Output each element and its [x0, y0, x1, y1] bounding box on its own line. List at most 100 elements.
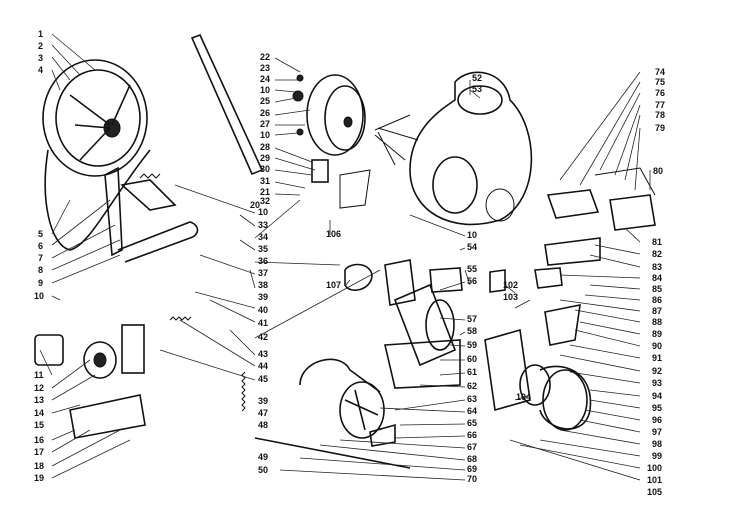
callout-65: 65 [467, 418, 477, 428]
callout-107: 107 [326, 280, 341, 290]
large-pulley [42, 59, 148, 177]
callout-17: 17 [34, 447, 44, 457]
callout-40: 40 [258, 305, 268, 315]
callout-91: 91 [652, 353, 662, 363]
callout-93: 93 [652, 378, 662, 388]
lower-pulley [299, 358, 396, 447]
callout-8: 8 [38, 265, 43, 275]
control-box [489, 167, 656, 346]
callout-16: 16 [34, 435, 44, 445]
blower-housing [409, 71, 533, 226]
callout-56: 56 [467, 276, 477, 286]
callout-96: 96 [652, 415, 662, 425]
callout-36: 36 [258, 256, 268, 266]
callout-84: 84 [652, 273, 662, 283]
callout-63: 63 [467, 394, 477, 404]
callout-26: 26 [260, 108, 270, 118]
callout-61: 61 [467, 367, 477, 377]
callout-54: 54 [467, 242, 477, 252]
callout-5: 5 [38, 229, 43, 239]
callout-100: 100 [647, 463, 662, 473]
callout-10-d: 10 [467, 230, 477, 240]
callout-29: 29 [260, 153, 270, 163]
callout-13: 13 [34, 395, 44, 405]
main-motor [344, 259, 463, 389]
callout-21: 21 [260, 187, 270, 197]
callout-6: 6 [38, 241, 43, 251]
callout-90: 90 [652, 341, 662, 351]
callout-32: 32 [260, 196, 270, 206]
callout-39-b: 39 [258, 396, 268, 406]
callout-15: 15 [34, 420, 44, 430]
callout-33: 33 [258, 220, 268, 230]
callout-66: 66 [467, 430, 477, 440]
callout-12: 12 [34, 383, 44, 393]
callout-10-c: 10 [258, 207, 268, 217]
callout-38: 38 [258, 280, 268, 290]
callout-64: 64 [467, 406, 477, 416]
callout-53: 53 [472, 84, 482, 94]
callout-37: 37 [258, 268, 268, 278]
callout-45: 45 [258, 374, 268, 384]
callout-20: 20 [250, 200, 260, 210]
rod [254, 437, 411, 469]
callout-79: 79 [655, 123, 665, 133]
motor-mount [120, 179, 177, 211]
callout-47: 47 [258, 408, 268, 418]
callout-10-a: 10 [260, 85, 270, 95]
callout-50: 50 [258, 465, 268, 475]
callout-28: 28 [260, 142, 270, 152]
callout-9: 9 [38, 278, 43, 288]
blower-wheel [306, 74, 419, 166]
callout-25: 25 [260, 96, 270, 106]
callout-43: 43 [258, 349, 268, 359]
spring-vertical [241, 371, 246, 412]
callout-104: 104 [516, 392, 531, 402]
callout-106: 106 [326, 229, 341, 239]
callout-103: 103 [503, 292, 518, 302]
callout-94: 94 [652, 391, 662, 401]
callout-97: 97 [652, 427, 662, 437]
gear-housing [484, 328, 592, 431]
callout-95: 95 [652, 403, 662, 413]
callout-76: 76 [655, 88, 665, 98]
callout-14: 14 [34, 408, 44, 418]
callout-82: 82 [652, 249, 662, 259]
callout-39-a: 39 [258, 292, 268, 302]
callout-101: 101 [647, 475, 662, 485]
callout-18: 18 [34, 461, 44, 471]
callout-44: 44 [258, 361, 268, 371]
callout-10-b: 10 [260, 130, 270, 140]
callout-68: 68 [467, 454, 477, 464]
callout-62: 62 [467, 381, 477, 391]
callout-48: 48 [258, 420, 268, 430]
callout-87: 87 [652, 306, 662, 316]
callout-22: 22 [260, 52, 270, 62]
callout-98: 98 [652, 439, 662, 449]
long-belt [44, 33, 264, 251]
callout-11: 11 [34, 370, 44, 380]
callout-70: 70 [467, 474, 477, 484]
callout-31: 31 [260, 176, 270, 186]
callout-80: 80 [653, 166, 663, 176]
spring [139, 173, 161, 179]
callout-2: 2 [38, 41, 43, 51]
small-belt [117, 221, 199, 263]
callout-1: 1 [38, 29, 43, 39]
spring-center [169, 316, 192, 321]
callout-102: 102 [503, 280, 518, 290]
callout-60: 60 [467, 354, 477, 364]
callout-83: 83 [652, 262, 662, 272]
callout-3: 3 [38, 53, 43, 63]
capacitor [311, 159, 371, 209]
callout-67: 67 [467, 442, 477, 452]
small-motor [34, 324, 145, 379]
callout-78: 78 [655, 110, 665, 120]
callout-81: 81 [652, 237, 662, 247]
callout-4: 4 [38, 65, 43, 75]
callout-89: 89 [652, 329, 662, 339]
callout-49: 49 [258, 452, 268, 462]
callout-86: 86 [652, 295, 662, 305]
leader-lines [39, 33, 651, 481]
